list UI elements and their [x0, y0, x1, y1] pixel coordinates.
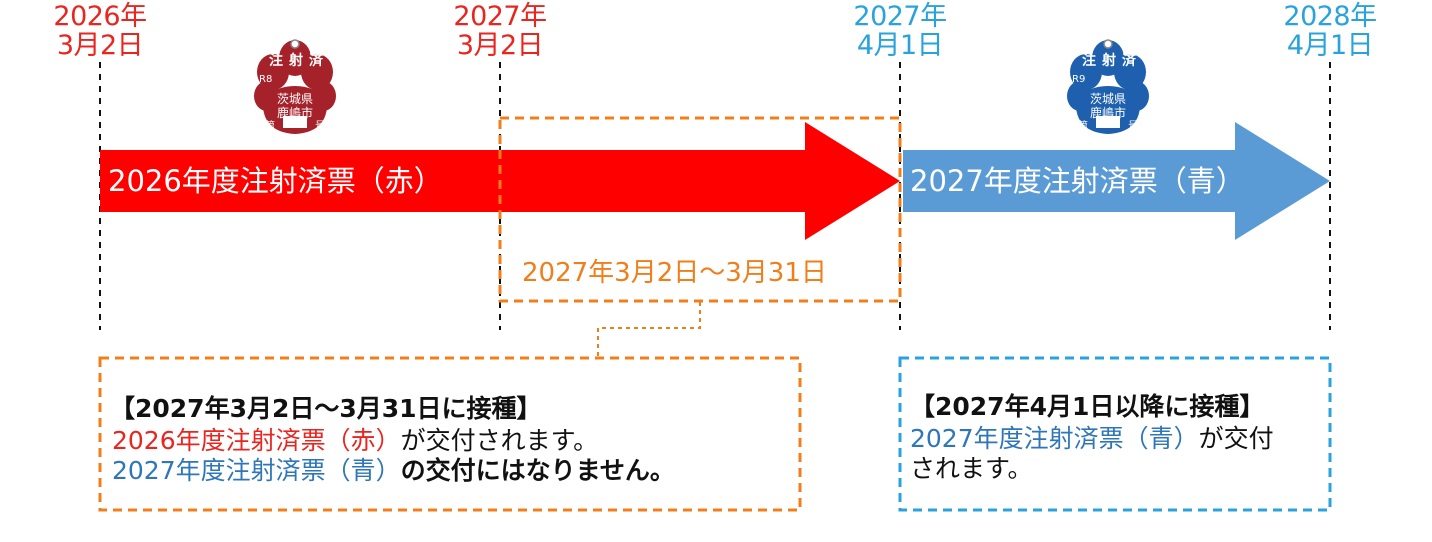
period-label: 2027年3月2日～3月31日	[522, 258, 827, 288]
left-note-box: 【2027年3月2日～3月31日に接種】 2026年度注射済票（赤）が交付されま…	[100, 358, 800, 510]
date-label-4-day: 4月1日	[1286, 30, 1374, 61]
red-paw-tag-icon	[254, 39, 336, 134]
date-label-2-year: 2027年	[453, 1, 547, 32]
right-note-line-2-rest: が交付	[1198, 424, 1274, 453]
blue-tag-text: 注射済 R9 茨城県 鹿嶋市 第 号	[1068, 44, 1148, 134]
left-note-blue-tag-name: 2027年度注射済票（青）	[112, 456, 401, 485]
date-label-2-day: 3月2日	[456, 30, 544, 61]
left-note-heading: 【2027年3月2日～3月31日に接種】	[110, 394, 542, 423]
blue-tag-top: 注射済	[1082, 53, 1142, 69]
date-label-4-year: 2028年	[1283, 1, 1377, 32]
red-tag-dai: 第	[265, 121, 275, 132]
left-note-line-3: 2027年度注射済票（青）の交付にはなりません。	[112, 456, 675, 486]
right-note-line-3: されます。	[910, 454, 1033, 483]
red-tag-text: 注射済 R8 茨城県 鹿嶋市 第 号	[255, 44, 335, 134]
left-note-box-frame	[98, 356, 802, 512]
red-tag-go: 号	[315, 121, 325, 132]
blue-tag-go: 号	[1128, 121, 1138, 132]
red-tag-city: 鹿嶋市	[277, 106, 314, 120]
left-note-line-2-rest: が交付されます。	[400, 426, 599, 455]
blue-tag-r-label: R9	[1072, 74, 1086, 85]
blue-paw-tag-icon	[1067, 39, 1149, 134]
red-tag-pref: 茨城県	[277, 92, 314, 106]
red-arrow-label: 2026年度注射済票（赤）	[108, 164, 443, 198]
period-highlight-box	[498, 116, 902, 303]
date-label-3-day: 4月1日	[856, 30, 944, 61]
right-note-box-frame	[898, 356, 1332, 512]
right-note-line-2: 2027年度注射済票（青）が交付	[910, 424, 1274, 454]
red-tag-r-label: R8	[259, 74, 273, 85]
date-label-3-year: 2027年	[853, 1, 947, 32]
left-note-line-3-rest: の交付にはなりません。	[400, 456, 675, 485]
date-label-1-year: 2026年	[53, 1, 147, 32]
left-note-red-tag-name: 2026年度注射済票（赤）	[112, 426, 401, 455]
blue-tag-pref: 茨城県	[1090, 92, 1127, 106]
date-label-2: 2027年 3月2日	[440, 2, 560, 60]
right-note-blue-tag-name: 2027年度注射済票（青）	[910, 424, 1199, 453]
date-label-3: 2027年 4月1日	[840, 2, 960, 60]
blue-tag-dai: 第	[1078, 121, 1088, 132]
right-note-heading: 【2027年4月1日以降に接種】	[910, 392, 1265, 421]
period-connector	[597, 302, 701, 358]
blue-tag-city: 鹿嶋市	[1090, 106, 1127, 120]
date-label-4: 2028年 4月1日	[1270, 2, 1390, 60]
date-label-1: 2026年 3月2日	[40, 2, 160, 60]
right-note-box: 【2027年4月1日以降に接種】 2027年度注射済票（青）が交付 されます。	[900, 358, 1330, 510]
left-note-line-2: 2026年度注射済票（赤）が交付されます。	[112, 426, 598, 456]
blue-arrow	[903, 122, 1330, 240]
red-tag-top: 注射済	[269, 53, 329, 69]
blue-arrow-label: 2027年度注射済票（青）	[910, 164, 1245, 198]
date-label-1-day: 3月2日	[56, 30, 144, 61]
